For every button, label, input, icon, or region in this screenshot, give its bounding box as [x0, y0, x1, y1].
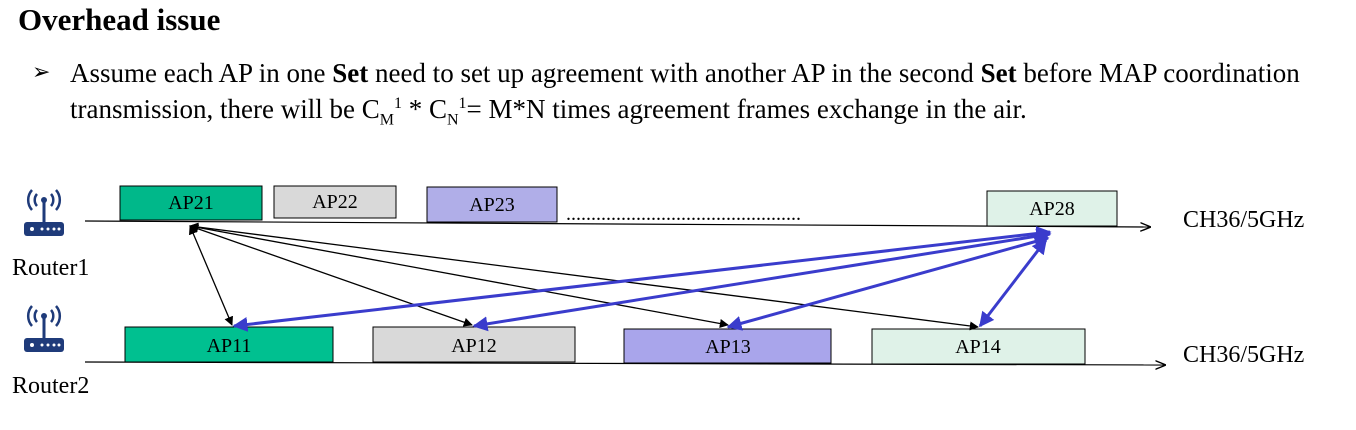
ellipsis-dots: ........................................…	[566, 203, 801, 225]
slide-title: Overhead issue	[18, 2, 221, 37]
ap-box-ap12: AP12	[372, 326, 576, 363]
ap-label-ap21: AP21	[168, 192, 214, 214]
channel-label-bottom: CH36/5GHz	[1183, 342, 1304, 368]
bullet-part-3: before MAP coordination transmission, th…	[70, 58, 1300, 124]
bullet-part-1: Assume each AP in one	[70, 58, 333, 88]
set-keyword-2: Set	[980, 58, 1017, 88]
ap-label-ap12: AP12	[451, 335, 497, 357]
link-ap28-ap14	[978, 238, 1048, 328]
ap-label-ap14: AP14	[955, 336, 1001, 358]
ap-box-ap11: AP11	[124, 326, 334, 363]
bullet-text: ➢ Assume each AP in one Set need to set …	[32, 55, 1340, 129]
set-keyword-1: Set	[332, 58, 369, 88]
link-ap21-ap13	[189, 223, 729, 328]
link-ap21-ap14	[189, 222, 979, 331]
ap-label-ap28: AP28	[1029, 198, 1075, 220]
bullet-arrow-icon: ➢	[32, 60, 51, 85]
ap-label-ap13: AP13	[705, 336, 751, 358]
router2-label: Router2	[12, 373, 89, 399]
link-ap21-ap12	[189, 224, 473, 327]
router1-label: Router1	[12, 255, 89, 281]
link-ap28-ap11	[232, 226, 1052, 332]
superscript-1: 1	[393, 95, 402, 112]
bullet-part-2: need to set up agreement with another AP…	[368, 58, 981, 88]
ap-label-ap22: AP22	[312, 191, 358, 213]
ap-box-ap14: AP14	[871, 328, 1086, 365]
bullet-part-5: = M*N times agreement frames exchange in…	[466, 94, 1027, 124]
ap-box-ap21: AP21	[119, 185, 263, 221]
ap-label-ap11: AP11	[207, 335, 252, 357]
link-ap21-ap11	[189, 225, 233, 326]
ap-box-ap22: AP22	[273, 185, 397, 219]
subscript-m: M	[379, 111, 394, 129]
superscript-2: 1	[458, 95, 467, 112]
channel-label-top: CH36/5GHz	[1183, 207, 1304, 233]
link-ap28-ap12	[472, 228, 1052, 332]
ap-box-ap28: AP28	[986, 190, 1118, 227]
ap-label-ap23: AP23	[469, 194, 515, 216]
bullet-part-4: * C	[401, 94, 447, 124]
ap-box-ap23: AP23	[426, 186, 558, 223]
router1-icon	[24, 189, 64, 236]
ap-box-ap13: AP13	[623, 328, 832, 364]
router2-icon	[24, 305, 64, 352]
subscript-n: N	[446, 111, 459, 129]
